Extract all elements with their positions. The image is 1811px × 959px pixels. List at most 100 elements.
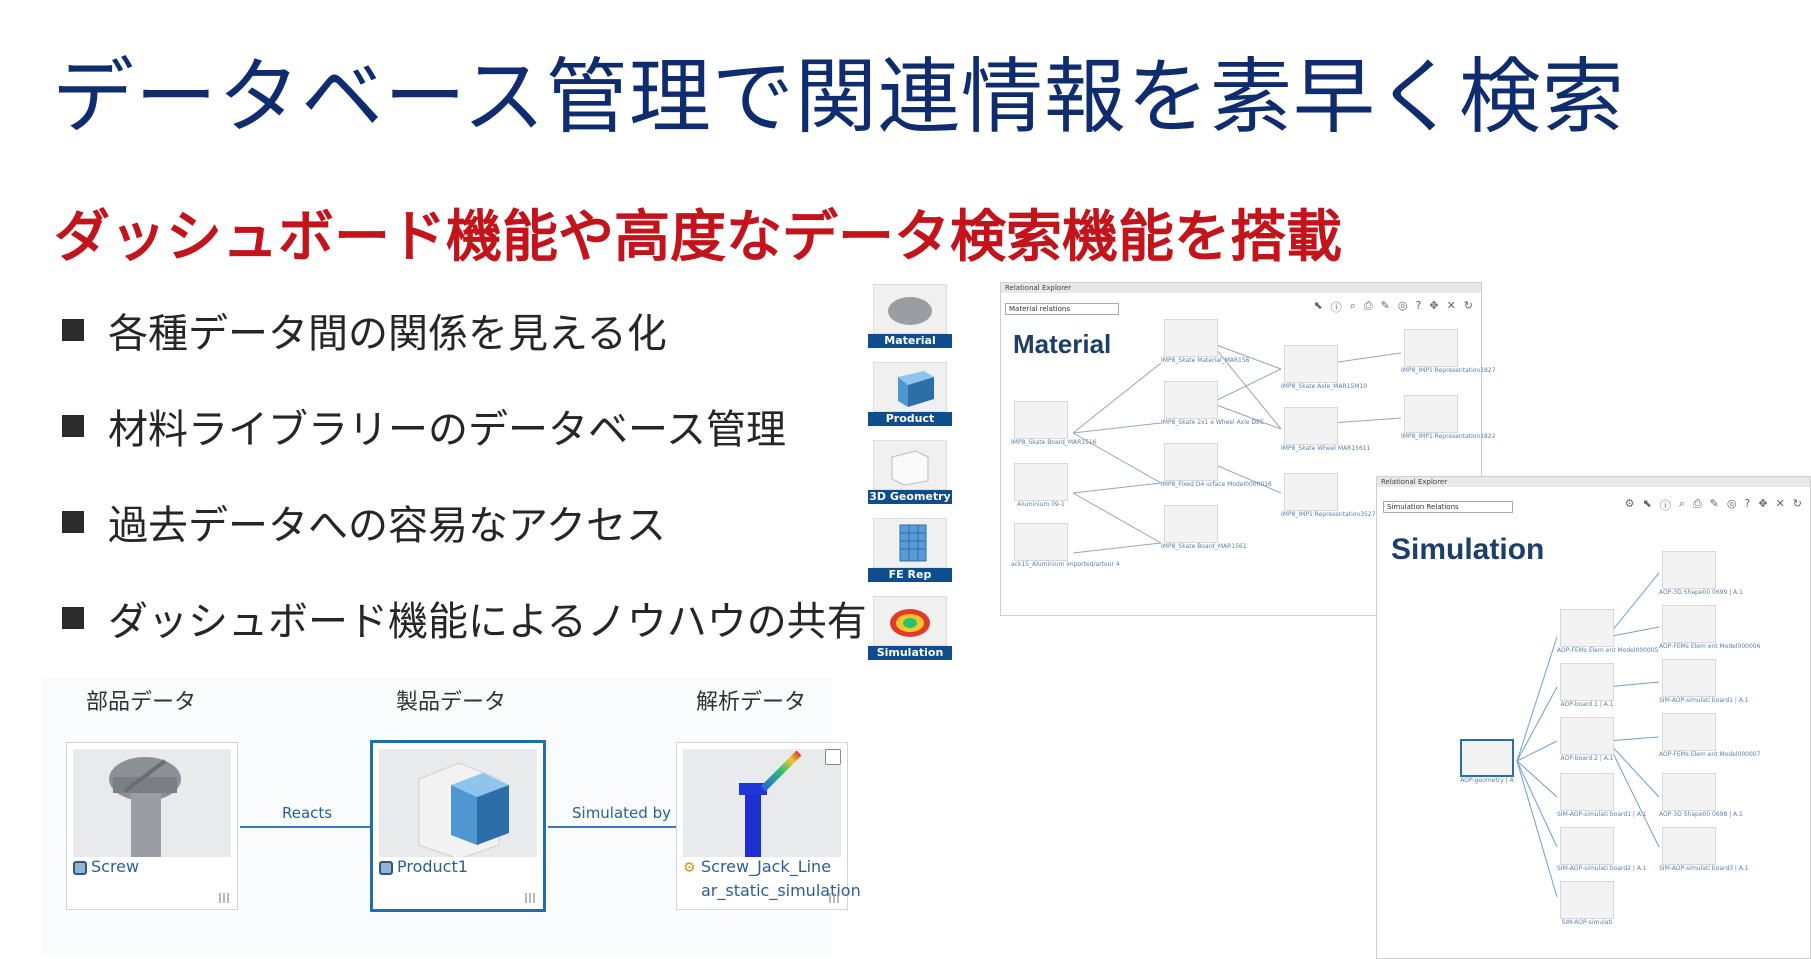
simulation-name[interactable]: Screw_Jack_Line ar_static_simulation: [701, 855, 861, 903]
hide-icon[interactable]: ◎: [1726, 497, 1737, 510]
edit-icon[interactable]: ✎: [1709, 497, 1719, 510]
type-simulation[interactable]: Simulation: [868, 596, 952, 660]
graph-node[interactable]: AOP-FEMs Elem ent Model000005: [1557, 609, 1658, 654]
geometry-thumb: [873, 440, 947, 490]
graph-node[interactable]: IMP8_Skate Board_MAR1561: [1161, 505, 1247, 550]
graph-node[interactable]: AOP-3D Shape00 0699 | A.1: [1659, 551, 1743, 596]
simulated-by-label: Simulated by: [572, 804, 671, 822]
data-flow-panel: 部品データ 製品データ 解析データ Screw Reacts Produ: [42, 678, 861, 956]
graph-node[interactable]: IMP8_Skate 2x1 e Wheel Axle DEC: [1161, 381, 1264, 426]
search-icon[interactable]: ⌕: [1349, 299, 1356, 312]
type-material[interactable]: Material: [868, 284, 952, 348]
slide-title: データベース管理で関連情報を素早く検索: [52, 50, 1625, 145]
window-titlebar: Relational Explorer: [1001, 283, 1481, 293]
simulation-relational-explorer: Relational Explorer Simulation Relations…: [1376, 476, 1811, 959]
part-card[interactable]: Screw: [66, 742, 238, 910]
screw-icon: [109, 757, 181, 863]
pointer-icon[interactable]: ⬉: [1313, 299, 1323, 312]
product-card[interactable]: Product1: [370, 740, 546, 912]
pointer-icon[interactable]: ⬉: [1642, 497, 1652, 510]
graph-node[interactable]: AOP-board.2 | A.1: [1557, 717, 1617, 762]
simulation-thumb: [873, 596, 947, 646]
graph-node[interactable]: Aluminium 09-1: [1011, 463, 1071, 508]
window-titlebar: Relational Explorer: [1377, 477, 1810, 487]
graph-node[interactable]: SIM-AOP-simulati board1 | A.1: [1659, 659, 1749, 704]
relations-dropdown[interactable]: Simulation Relations: [1383, 501, 1513, 513]
graph-node[interactable]: SIM-AOP-simulati board1 | A.1: [1557, 773, 1647, 818]
analysis-data-label: 解析データ: [696, 690, 807, 715]
material-blob-icon: [888, 297, 932, 325]
close-icon[interactable]: ✕: [1775, 497, 1785, 510]
screw-thumbnail: [73, 749, 231, 863]
graph-node[interactable]: SIM-AOP-simulati: [1557, 881, 1617, 926]
print-icon[interactable]: ⎙: [1692, 497, 1702, 510]
info-icon[interactable]: ⓘ: [1330, 301, 1342, 314]
edit-icon[interactable]: ✎: [1380, 299, 1390, 312]
product-thumbnail: [379, 749, 537, 860]
bullet-square-icon: [62, 319, 84, 341]
select-checkbox[interactable]: [825, 749, 841, 765]
explorer-toolbar: ⬉ ⓘ ⌕ ⎙ ✎ ◎ ? ✥ ✕ ↻: [1313, 299, 1473, 315]
graph-node[interactable]: IMP8_Skate Board_MAR1516: [1011, 401, 1097, 446]
graph-node[interactable]: AOP-FEMs Elem ent Model000007: [1659, 713, 1760, 758]
graph-node[interactable]: IMP8_IMP1 Representation1827: [1401, 329, 1496, 374]
simulation-name-line-1: Screw_Jack_Line: [701, 857, 832, 876]
graph-node[interactable]: IMP8_Skate Material_MAR156: [1161, 319, 1249, 364]
move-icon[interactable]: ✥: [1758, 497, 1768, 510]
type-label: FE Rep: [868, 568, 952, 582]
graph-node[interactable]: SIM-AOP-simulati board3 | A.1: [1659, 827, 1749, 872]
ferep-thumb: [873, 518, 947, 568]
bullet-square-icon: [62, 511, 84, 533]
type-fe-rep[interactable]: FE Rep: [868, 518, 952, 582]
graph-node[interactable]: IMP8_Skate Wheel MAR15611: [1281, 407, 1370, 452]
graph-node[interactable]: ack15_Aluminium imported/artour 4: [1011, 523, 1120, 568]
type-label: Product: [868, 412, 952, 426]
relation-links: [1072, 342, 1402, 554]
refresh-icon[interactable]: ↻: [1463, 299, 1473, 312]
part-type-icon: [73, 861, 87, 875]
part-name[interactable]: Screw: [91, 857, 140, 876]
simulation-gear-icon: ⚙: [683, 860, 696, 876]
bullet-square-icon: [62, 607, 84, 629]
close-icon[interactable]: ✕: [1446, 299, 1456, 312]
type-label: 3D Geometry: [868, 490, 952, 504]
bullet-text: 各種データ間の関係を見える化: [108, 311, 667, 357]
material-thumb: [873, 284, 947, 334]
type-3d-geometry[interactable]: 3D Geometry: [868, 440, 952, 504]
info-icon[interactable]: ⓘ: [1659, 499, 1671, 512]
bullet-square-icon: [62, 415, 84, 437]
settings-icon[interactable]: ⚙: [1624, 497, 1635, 510]
slide-subtitle: ダッシュボード機能や高度なデータ検索機能を搭載: [54, 205, 1342, 270]
print-icon[interactable]: ⎙: [1363, 299, 1373, 312]
grip-icon[interactable]: [219, 893, 231, 903]
product-type-icon: [379, 861, 393, 875]
graph-root-node[interactable]: AOP-geometry | A: [1457, 739, 1517, 784]
hide-icon[interactable]: ◎: [1397, 299, 1408, 312]
product-name[interactable]: Product1: [397, 857, 468, 876]
help-icon[interactable]: ?: [1415, 299, 1422, 312]
product-data-label: 製品データ: [396, 690, 507, 715]
graph-node[interactable]: IMP8_Skate Axle_MAR15M10: [1281, 345, 1367, 390]
relations-dropdown[interactable]: Material relations: [1005, 303, 1119, 315]
grip-icon[interactable]: [829, 893, 841, 903]
type-label: Material: [868, 334, 952, 348]
graph-node[interactable]: IMP8_Fixed D4 urface Model0000016: [1161, 443, 1272, 488]
simulation-card[interactable]: ⚙ Screw_Jack_Line ar_static_simulation: [676, 742, 861, 910]
graph-node[interactable]: AOP-FEMs Elem ent Model000006: [1659, 605, 1760, 650]
graph-node[interactable]: AOP-board.1 | A.1: [1557, 663, 1617, 708]
grip-icon[interactable]: [525, 893, 537, 903]
reacts-label: Reacts: [282, 804, 333, 822]
parts-data-label: 部品データ: [86, 690, 197, 715]
bullet-text: ダッシュボード機能によるノウハウの共有: [108, 599, 867, 645]
refresh-icon[interactable]: ↻: [1792, 497, 1802, 510]
move-icon[interactable]: ✥: [1429, 299, 1439, 312]
mesh-icon: [899, 524, 927, 562]
search-icon[interactable]: ⌕: [1678, 497, 1685, 510]
graph-node[interactable]: AOP-3D Shape00 0698 | A.1: [1659, 773, 1743, 818]
graph-node[interactable]: IMP8_IMP1 Representation3527: [1281, 473, 1376, 518]
bullet-text: 材料ライブラリーのデータベース管理: [108, 407, 786, 453]
graph-node[interactable]: IMP8_IMP1 Representation1822: [1401, 395, 1496, 440]
graph-node[interactable]: SIM-AOP-simulati board2 | A.1: [1557, 827, 1647, 872]
type-product[interactable]: Product: [868, 362, 952, 426]
help-icon[interactable]: ?: [1744, 497, 1751, 510]
